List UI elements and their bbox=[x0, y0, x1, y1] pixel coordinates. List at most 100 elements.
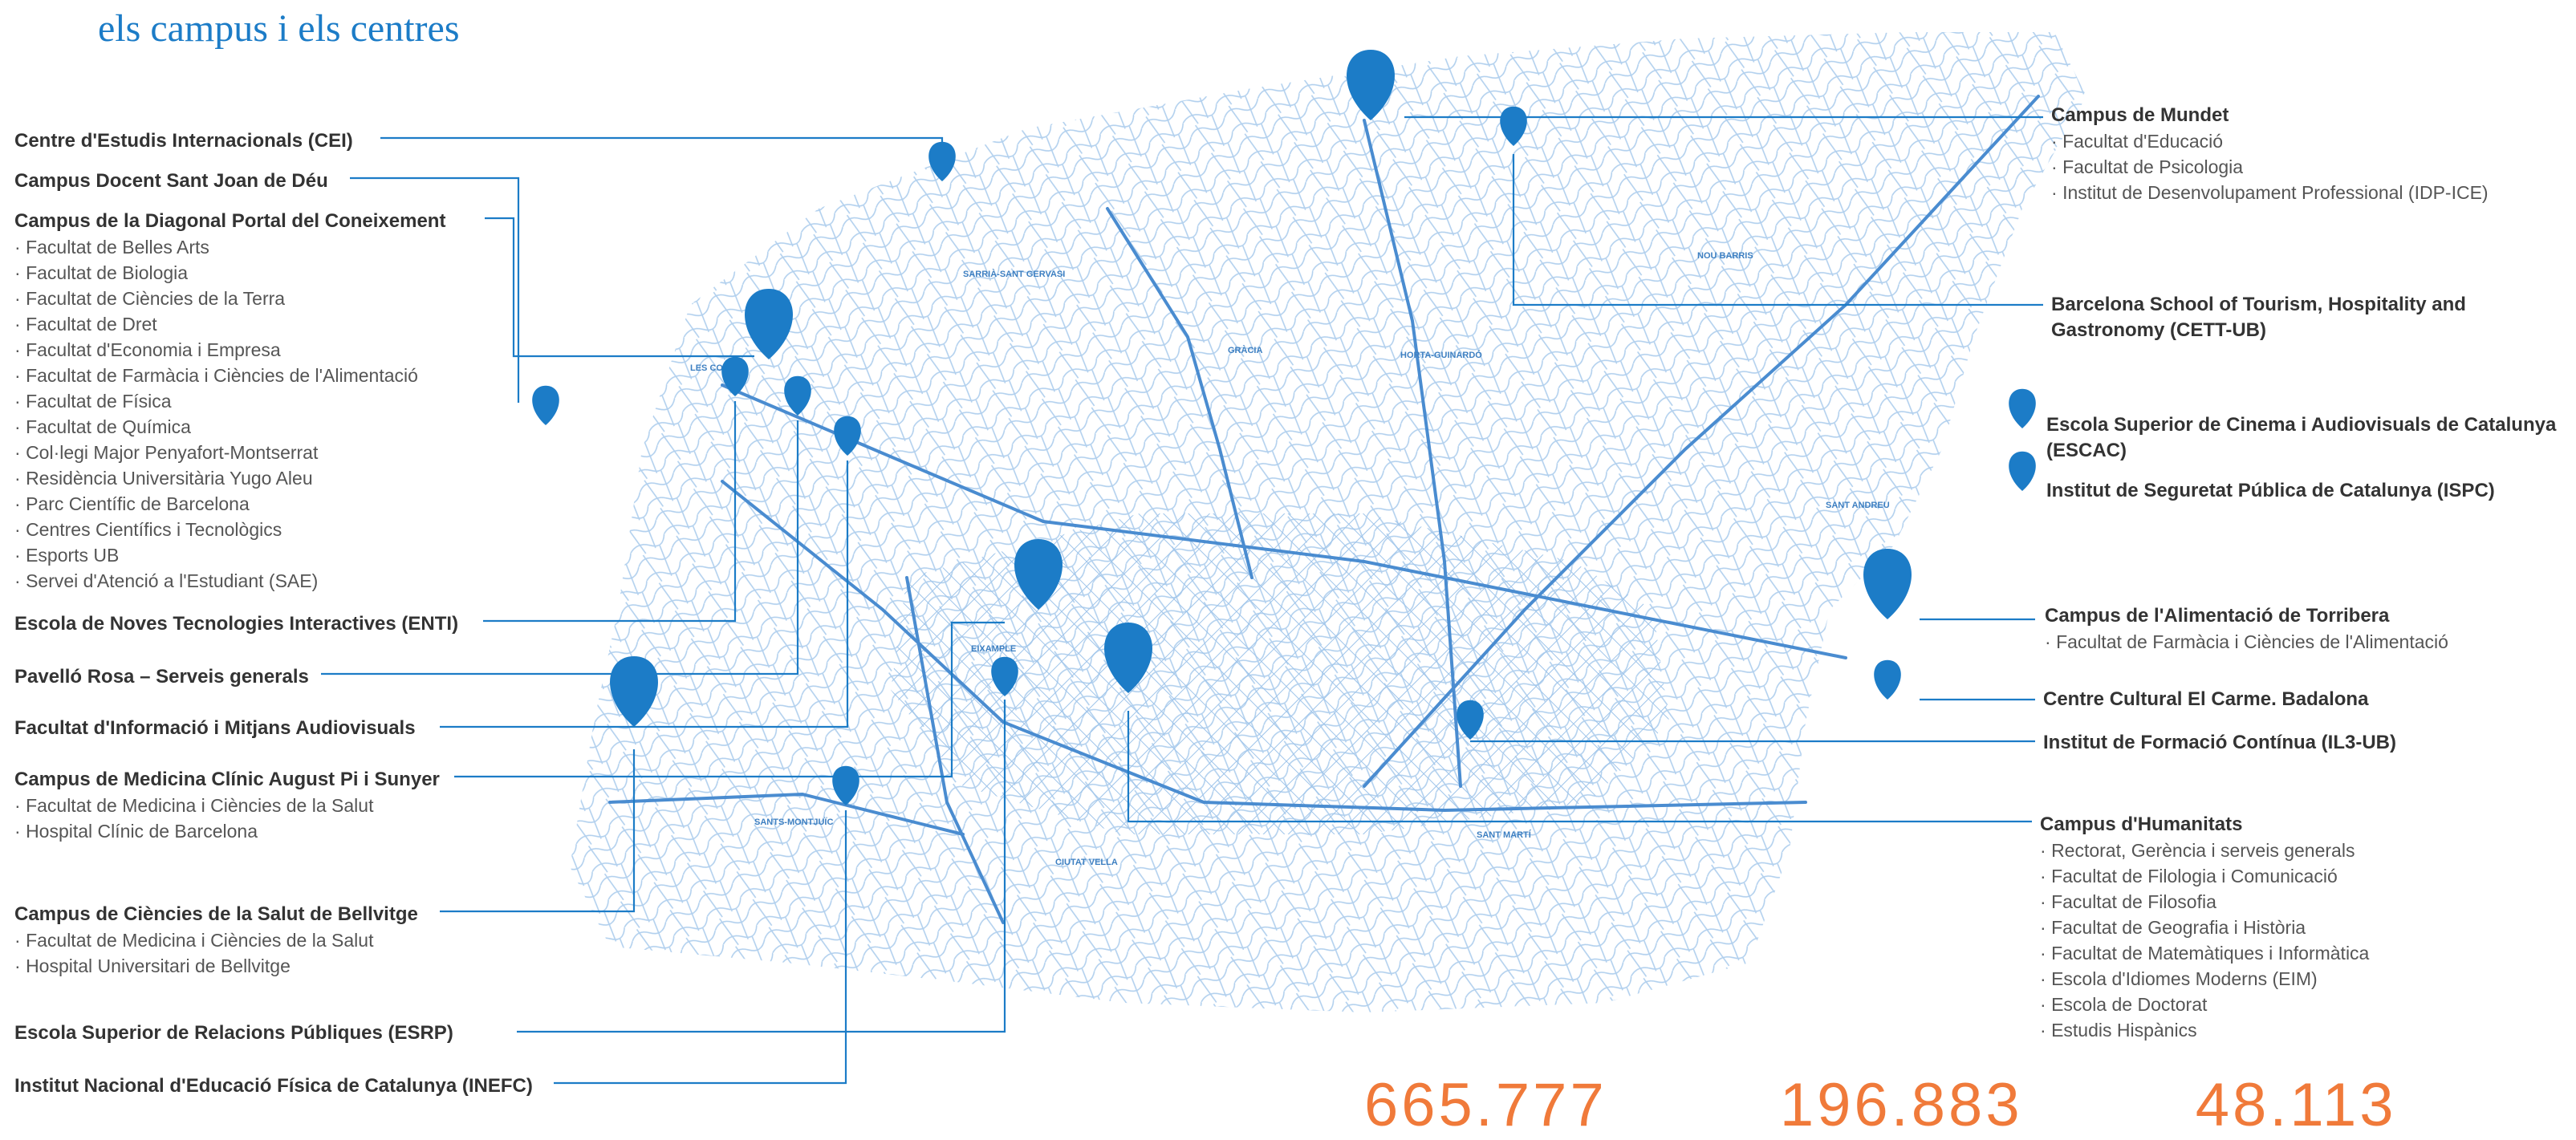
campus-label[interactable]: Campus Docent Sant Joan de Déu bbox=[14, 168, 328, 194]
district-label: SANTS-MONTJUÏC bbox=[754, 817, 833, 827]
campus-label[interactable]: Barcelona School of Tourism, Hospitality… bbox=[2051, 292, 2485, 343]
campus-name: Campus de la Diagonal Portal del Coneixe… bbox=[14, 210, 446, 232]
map-pin-icon[interactable] bbox=[928, 141, 956, 181]
leader-line bbox=[440, 460, 849, 728]
map-pin-icon[interactable] bbox=[721, 356, 749, 396]
faculty-item: Facultat de Geografia i Història bbox=[2040, 915, 2369, 940]
faculty-item: Escola d'Idiomes Moderns (EIM) bbox=[2040, 966, 2369, 992]
district-label: SANT ANDREU bbox=[1826, 501, 1890, 510]
campus-name: Centre d'Estudis Internacionals (CEI) bbox=[14, 130, 353, 152]
campus-name: Institut Nacional d'Educació Física de C… bbox=[14, 1075, 533, 1097]
faculty-item: Facultat de Matemàtiques i Informàtica bbox=[2040, 940, 2369, 966]
leader-line bbox=[380, 136, 944, 157]
campus-label[interactable]: Campus de MundetFacultat d'EducacióFacul… bbox=[2051, 103, 2489, 205]
leader-line bbox=[1127, 711, 2032, 823]
campus-label[interactable]: Campus de la Diagonal Portal del Coneixe… bbox=[14, 209, 445, 594]
map-pin-icon[interactable] bbox=[834, 416, 861, 456]
campus-label[interactable]: Campus d'HumanitatsRectorat, Gerència i … bbox=[2040, 812, 2369, 1043]
faculty-item: Facultat d'Economia i Empresa bbox=[14, 337, 445, 363]
map-pin-icon[interactable] bbox=[1874, 659, 1901, 700]
campus-label[interactable]: Institut de Formació Contínua (IL3-UB) bbox=[2043, 730, 2396, 756]
map-pin-icon[interactable] bbox=[784, 375, 811, 416]
map-pin-icon[interactable] bbox=[2009, 388, 2036, 428]
campus-label[interactable]: Institut de Seguretat Pública de Catalun… bbox=[2046, 478, 2495, 504]
faculty-item: Parc Científic de Barcelona bbox=[14, 491, 445, 517]
district-label: EIXAMPLE bbox=[971, 644, 1016, 654]
faculty-item: Facultat de Filosofia bbox=[2040, 889, 2369, 915]
faculty-item: Facultat de Ciències de la Terra bbox=[14, 286, 445, 311]
map-pin-icon[interactable] bbox=[1863, 549, 1912, 619]
faculty-item: Residència Universitària Yugo Aleu bbox=[14, 465, 445, 491]
map-pin-icon[interactable] bbox=[1347, 50, 1395, 120]
campus-name: Escola Superior de Relacions Públiques (… bbox=[14, 1022, 453, 1044]
leader-line bbox=[454, 621, 1005, 778]
campus-label[interactable]: Centre d'Estudis Internacionals (CEI) bbox=[14, 128, 353, 154]
map-pins bbox=[532, 50, 2036, 805]
district-label: GRÀCIA bbox=[1228, 345, 1262, 355]
faculty-item: Servei d'Atenció a l'Estudiant (SAE) bbox=[14, 568, 445, 594]
district-label: NOU BARRIS bbox=[1697, 251, 1753, 261]
map-pin-icon[interactable] bbox=[2009, 451, 2036, 491]
faculty-item: Facultat de Medicina i Ciències de la Sa… bbox=[14, 927, 418, 953]
campus-name: Campus d'Humanitats bbox=[2040, 813, 2243, 835]
district-label: CIUTAT VELLA bbox=[1055, 858, 1118, 867]
faculty-item: Facultat de Filologia i Comunicació bbox=[2040, 863, 2369, 889]
faculty-item: Hospital Clínic de Barcelona bbox=[14, 818, 440, 844]
faculty-item: Facultat de Psicologia bbox=[2051, 154, 2489, 180]
leader-lines bbox=[321, 116, 2043, 1085]
campus-label[interactable]: Pavelló Rosa – Serveis generals bbox=[14, 664, 309, 690]
stat-value: 196.883 bbox=[1779, 1071, 2023, 1139]
map-pin-icon[interactable] bbox=[832, 765, 859, 805]
page-title: els campus i els centres bbox=[98, 7, 460, 50]
faculty-item: Facultat de Física bbox=[14, 388, 445, 414]
campus-name: Campus de Medicina Clínic August Pi i Su… bbox=[14, 769, 440, 790]
campus-label[interactable]: Campus de Medicina Clínic August Pi i Su… bbox=[14, 767, 440, 844]
faculty-item: Facultat de Medicina i Ciències de la Sa… bbox=[14, 793, 440, 818]
map-pin-icon[interactable] bbox=[1104, 623, 1152, 693]
faculty-item: Institut de Desenvolupament Professional… bbox=[2051, 180, 2489, 205]
city-map[interactable]: SARRIÀ-SANT GERVASI LES CORTS GRÀCIA HOR… bbox=[0, 0, 2575, 1097]
leader-line bbox=[321, 420, 799, 675]
campus-name: Institut de Seguretat Pública de Catalun… bbox=[2046, 480, 2495, 501]
stat-value: 48.113 bbox=[2195, 1071, 2397, 1139]
faculty-item: Hospital Universitari de Bellvitge bbox=[14, 953, 418, 979]
map-pin-icon[interactable] bbox=[532, 385, 559, 425]
campus-name: Campus de Ciències de la Salut de Bellvi… bbox=[14, 903, 418, 925]
campus-label[interactable]: Escola de Noves Tecnologies Interactives… bbox=[14, 611, 458, 637]
campus-label[interactable]: Campus de l'Alimentació de TorriberaFacu… bbox=[2045, 603, 2448, 655]
campus-label[interactable]: Campus de Ciències de la Salut de Bellvi… bbox=[14, 902, 418, 979]
faculty-item: Facultat d'Educació bbox=[2051, 128, 2489, 154]
leader-line bbox=[483, 401, 737, 623]
leader-line bbox=[485, 217, 754, 358]
stat-value: 665.777 bbox=[1364, 1071, 1607, 1139]
leader-line bbox=[350, 176, 520, 403]
campus-name: Institut de Formació Contínua (IL3-UB) bbox=[2043, 732, 2396, 753]
campus-label[interactable]: Centre Cultural El Carme. Badalona bbox=[2043, 687, 2368, 712]
faculty-item: Estudis Hispànics bbox=[2040, 1017, 2369, 1043]
campus-name: Campus de l'Alimentació de Torribera bbox=[2045, 605, 2390, 627]
map-pin-icon[interactable] bbox=[1014, 539, 1062, 610]
map-pin-icon[interactable] bbox=[745, 289, 793, 359]
faculty-item: Facultat de Farmàcia i Ciències de l'Ali… bbox=[14, 363, 445, 388]
faculty-item: Facultat de Biologia bbox=[14, 260, 445, 286]
leader-line bbox=[554, 810, 847, 1085]
faculty-item: Facultat de Química bbox=[14, 414, 445, 440]
district-label: SANT MARTÍ bbox=[1477, 830, 1532, 840]
map-pin-icon[interactable] bbox=[610, 656, 658, 727]
map-pin-icon[interactable] bbox=[991, 656, 1018, 696]
campus-name: Campus de Mundet bbox=[2051, 104, 2229, 126]
map-pin-icon[interactable] bbox=[1500, 106, 1527, 146]
faculty-item: Facultat de Farmàcia i Ciències de l'Ali… bbox=[2045, 629, 2448, 655]
campus-name: Centre Cultural El Carme. Badalona bbox=[2043, 688, 2369, 710]
campus-label[interactable]: Escola Superior de Relacions Públiques (… bbox=[14, 1020, 453, 1046]
campus-name: Escola Superior de Cinema i Audiovisuals… bbox=[2046, 414, 2557, 461]
faculty-item: Esports UB bbox=[14, 542, 445, 568]
campus-label[interactable]: Institut Nacional d'Educació Física de C… bbox=[14, 1073, 533, 1099]
campus-name: Facultat d'Informació i Mitjans Audiovis… bbox=[14, 717, 416, 739]
campus-label[interactable]: Facultat d'Informació i Mitjans Audiovis… bbox=[14, 716, 416, 741]
map-pin-icon[interactable] bbox=[1457, 700, 1484, 740]
leader-line bbox=[1512, 154, 2043, 306]
campus-name: Campus Docent Sant Joan de Déu bbox=[14, 170, 328, 192]
campus-label[interactable]: Escola Superior de Cinema i Audiovisuals… bbox=[2046, 412, 2576, 464]
main-roads bbox=[608, 95, 2040, 924]
